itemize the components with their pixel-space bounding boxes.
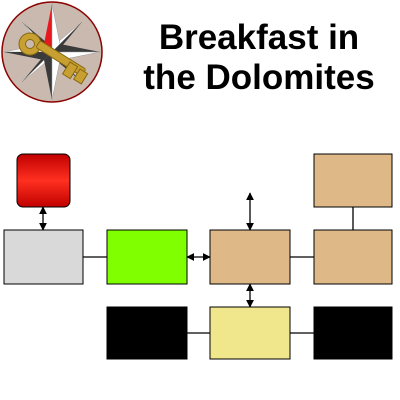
room-black-left[interactable]: [106, 306, 188, 360]
room-tan-right[interactable]: [313, 229, 393, 285]
room-green[interactable]: [106, 229, 188, 285]
room-black-right[interactable]: [313, 306, 393, 360]
room-red[interactable]: [16, 153, 71, 208]
room-gray[interactable]: [3, 229, 84, 285]
room-khaki[interactable]: [209, 306, 291, 360]
page-title: Breakfast in the Dolomites: [118, 18, 400, 98]
title-line-1: Breakfast in: [158, 18, 360, 57]
room-map: [3, 153, 393, 360]
room-tan-center[interactable]: [209, 229, 291, 285]
title-line-2: the Dolomites: [143, 58, 375, 97]
room-tan-top-right[interactable]: [313, 153, 393, 208]
compass-rose-key-icon: [0, 0, 108, 108]
